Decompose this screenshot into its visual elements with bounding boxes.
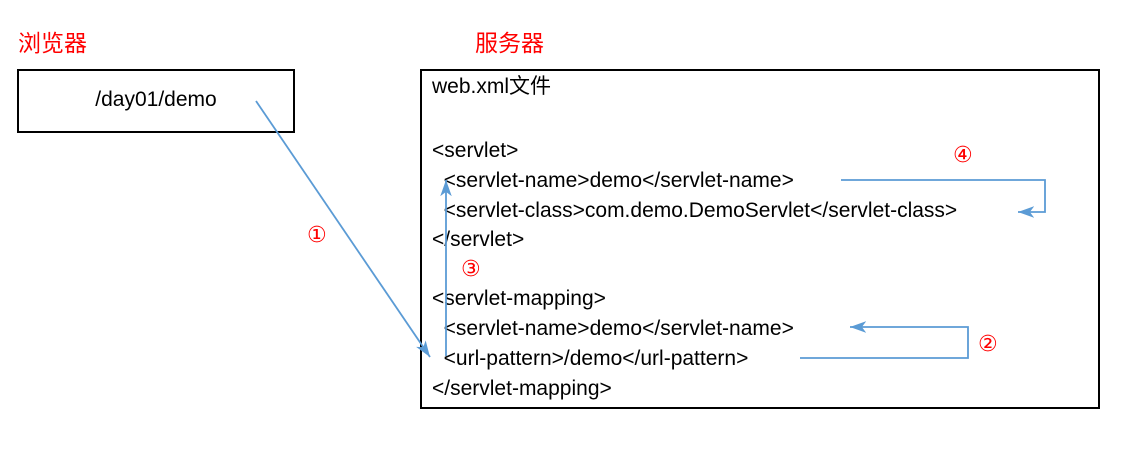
code-line-url-pattern: <url-pattern>/demo</url-pattern> — [432, 347, 749, 370]
step-marker-3: ③ — [461, 257, 481, 282]
code-line-servlet-open: <servlet> — [432, 139, 519, 162]
code-line-servlet-mapping-open: <servlet-mapping> — [432, 287, 606, 310]
arrow-step-1 — [255, 100, 431, 358]
step-marker-4: ④ — [953, 143, 973, 168]
browser-url-text: /day01/demo — [95, 88, 217, 111]
code-line-servlet-name-1: <servlet-name>demo</servlet-name> — [432, 169, 794, 192]
code-line-servlet-name-2: <servlet-name>demo</servlet-name> — [432, 317, 794, 340]
step-marker-1: ① — [307, 223, 327, 248]
browser-section-label: 浏览器 — [18, 30, 87, 56]
code-line-servlet-mapping-close: </servlet-mapping> — [432, 377, 612, 400]
code-line-servlet-close: </servlet> — [432, 228, 525, 251]
code-line-servlet-class: <servlet-class>com.demo.DemoServlet</ser… — [432, 199, 958, 222]
webxml-heading: web.xml文件 — [432, 75, 552, 98]
server-section-label: 服务器 — [475, 30, 544, 56]
step-marker-2: ② — [978, 332, 998, 357]
